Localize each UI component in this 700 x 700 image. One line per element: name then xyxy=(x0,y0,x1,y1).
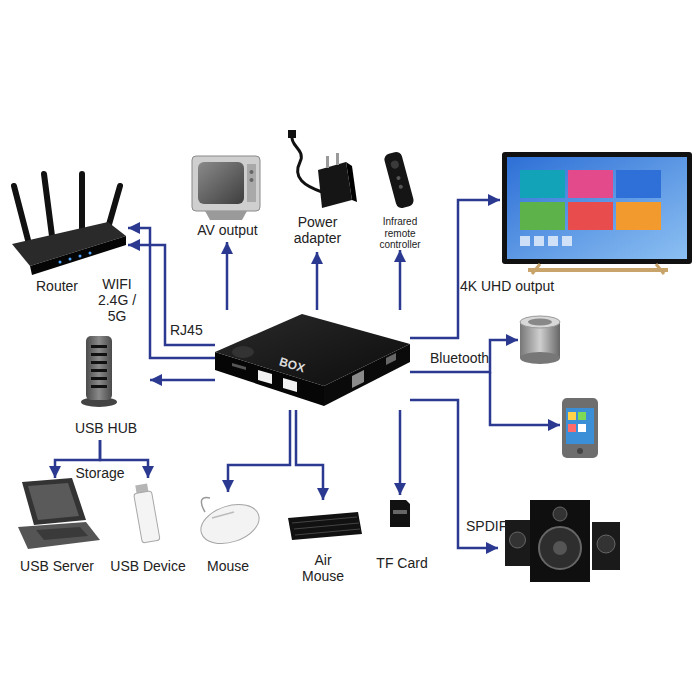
tf-card-illustration xyxy=(390,500,410,527)
connection-arrow xyxy=(228,410,290,492)
device-label: USB HUB xyxy=(62,420,150,436)
device-label: Infrared remote controller xyxy=(368,216,432,251)
crt-tv-illustration xyxy=(192,156,260,220)
usb-hub-illustration xyxy=(81,336,117,407)
usb-stick-illustration xyxy=(132,483,160,543)
device-label: Router xyxy=(36,278,96,294)
device-node: Power adapter xyxy=(280,128,355,252)
connection-arrow xyxy=(150,379,215,382)
remote-illustration xyxy=(383,151,415,210)
connection-arrow xyxy=(226,242,229,310)
connection-arrow xyxy=(316,252,319,310)
device-node: 4K UHD output xyxy=(500,150,695,275)
device-label: Mouse xyxy=(192,558,264,574)
device-node: USB Server xyxy=(12,478,102,578)
device-node: USB Device xyxy=(108,478,188,578)
bluetooth-devices-illustration xyxy=(490,316,598,458)
connection-arrow xyxy=(399,410,402,495)
laptop-illustration xyxy=(18,478,100,549)
connection-label: RJ45 xyxy=(170,322,220,338)
device-node: SPDIF xyxy=(498,490,623,585)
device-label: USB Device xyxy=(108,558,188,574)
device-label: BOX xyxy=(266,352,318,380)
device-node: AV output xyxy=(185,150,270,242)
device-label: Power adapter xyxy=(280,214,355,246)
device-node: BOX xyxy=(215,310,410,410)
device-label: Bluetooth xyxy=(430,350,505,366)
connection-arrow xyxy=(410,340,518,372)
device-label: SPDIF xyxy=(466,518,516,534)
device-node: Mouse xyxy=(192,492,264,578)
connection-arrow xyxy=(296,410,323,500)
tv-box-illustration xyxy=(215,314,410,406)
device-node: Air Mouse xyxy=(282,500,364,590)
connection-arrow xyxy=(399,250,402,310)
keyboard-illustration xyxy=(288,512,362,540)
device-node: Infrared remote controller xyxy=(368,148,432,250)
device-node: Bluetooth xyxy=(518,315,608,465)
device-label: USB Server xyxy=(12,558,102,574)
device-node: TF Card xyxy=(372,495,432,575)
power-adapter-illustration xyxy=(288,130,357,208)
device-label: Air Mouse xyxy=(300,552,346,584)
uhd-tv-illustration xyxy=(502,152,692,274)
device-label: TF Card xyxy=(372,555,432,571)
router-illustration xyxy=(12,174,126,275)
device-node: Router xyxy=(10,172,128,272)
connection-arrow xyxy=(128,228,215,358)
mouse-illustration xyxy=(196,498,264,551)
connection-label: WIFI 2.4G / 5G xyxy=(88,276,146,324)
device-label: 4K UHD output xyxy=(460,278,590,294)
subwoofer-illustration xyxy=(505,500,620,582)
free-label: Storage xyxy=(70,465,130,481)
connection-arrow xyxy=(410,200,500,338)
device-label: AV output xyxy=(185,222,270,238)
device-node: USB HUB xyxy=(62,330,150,440)
